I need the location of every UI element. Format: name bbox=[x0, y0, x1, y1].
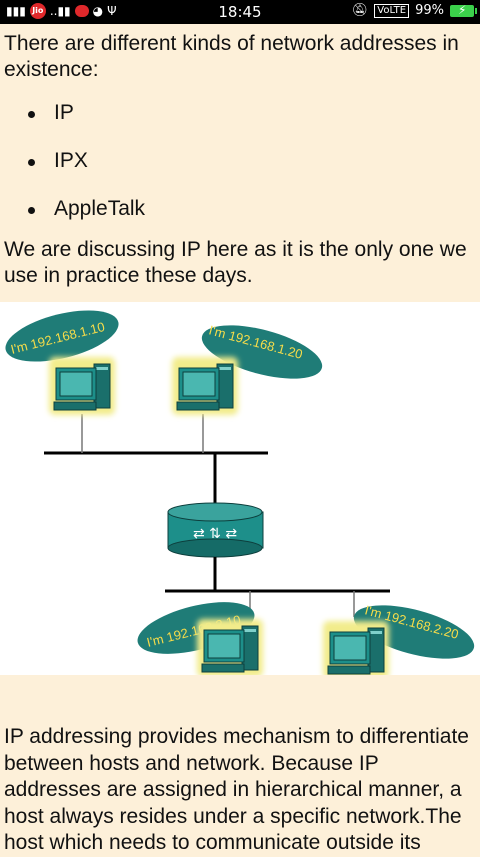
status-bar: ▮▮▮ Jio ..▮▮ ◕ Ψ 18:45 🔕︎ VoLTE 99% ⚡ bbox=[0, 0, 480, 24]
svg-text:⇄ ⇅ ⇄: ⇄ ⇅ ⇄ bbox=[193, 526, 237, 542]
address-kinds-list: IP IPX AppleTalk bbox=[0, 100, 480, 244]
host-4: I'm 192.168.2.20 bbox=[323, 602, 475, 675]
airtel-icon bbox=[74, 5, 89, 17]
network-diagram: ⇄ ⇅ ⇄ I'm 192.168.1.10 I'm 192.168.1.20 … bbox=[0, 302, 480, 675]
article: There are different kinds of network add… bbox=[0, 24, 480, 289]
ip-bubble bbox=[5, 310, 119, 362]
host-1: I'm 192.168.1.10 bbox=[5, 310, 119, 415]
network-diagram-svg: ⇄ ⇅ ⇄ I'm 192.168.1.10 I'm 192.168.1.20 … bbox=[5, 310, 475, 675]
ip-bubble bbox=[201, 325, 323, 379]
signal-icon-2: ..▮▮ bbox=[49, 4, 71, 18]
discussion-text: We are discussing IP here as it is the o… bbox=[4, 238, 467, 287]
status-right: 🔕︎ VoLTE 99% ⚡ bbox=[351, 3, 477, 18]
bullet-icon bbox=[28, 111, 35, 118]
list-item: AppleTalk bbox=[0, 196, 480, 244]
ip-bubble bbox=[353, 605, 475, 659]
intro-text: There are different kinds of network add… bbox=[4, 32, 459, 81]
bullet-icon bbox=[28, 207, 35, 214]
computer-icon bbox=[172, 357, 238, 415]
computer-icon bbox=[197, 619, 263, 675]
battery-percent: 99% bbox=[415, 3, 444, 18]
status-time: 18:45 bbox=[218, 3, 262, 21]
mute-icon: 🔕︎ bbox=[351, 3, 369, 18]
signal-icon: ▮▮▮ bbox=[6, 4, 26, 18]
router-icon: ⇄ ⇅ ⇄ bbox=[167, 502, 264, 558]
usb-icon: Ψ bbox=[107, 4, 117, 18]
status-left: ▮▮▮ Jio ..▮▮ ◕ Ψ bbox=[6, 3, 117, 19]
computer-icon bbox=[49, 357, 115, 415]
cat-icon: ◕ bbox=[92, 4, 104, 18]
list-item: IPX bbox=[0, 148, 480, 196]
battery-icon: ⚡ bbox=[450, 3, 477, 17]
list-item: IP bbox=[0, 100, 480, 148]
addressing-text: IP addressing provides mechanism to diff… bbox=[4, 725, 469, 854]
jio-icon: Jio bbox=[29, 3, 46, 19]
volte-badge: VoLTE bbox=[374, 3, 410, 18]
bullet-icon bbox=[28, 159, 35, 166]
host-3: I'm 192.168.2.10 bbox=[137, 602, 263, 675]
host-2: I'm 192.168.1.20 bbox=[172, 322, 323, 415]
computer-icon bbox=[323, 621, 389, 675]
